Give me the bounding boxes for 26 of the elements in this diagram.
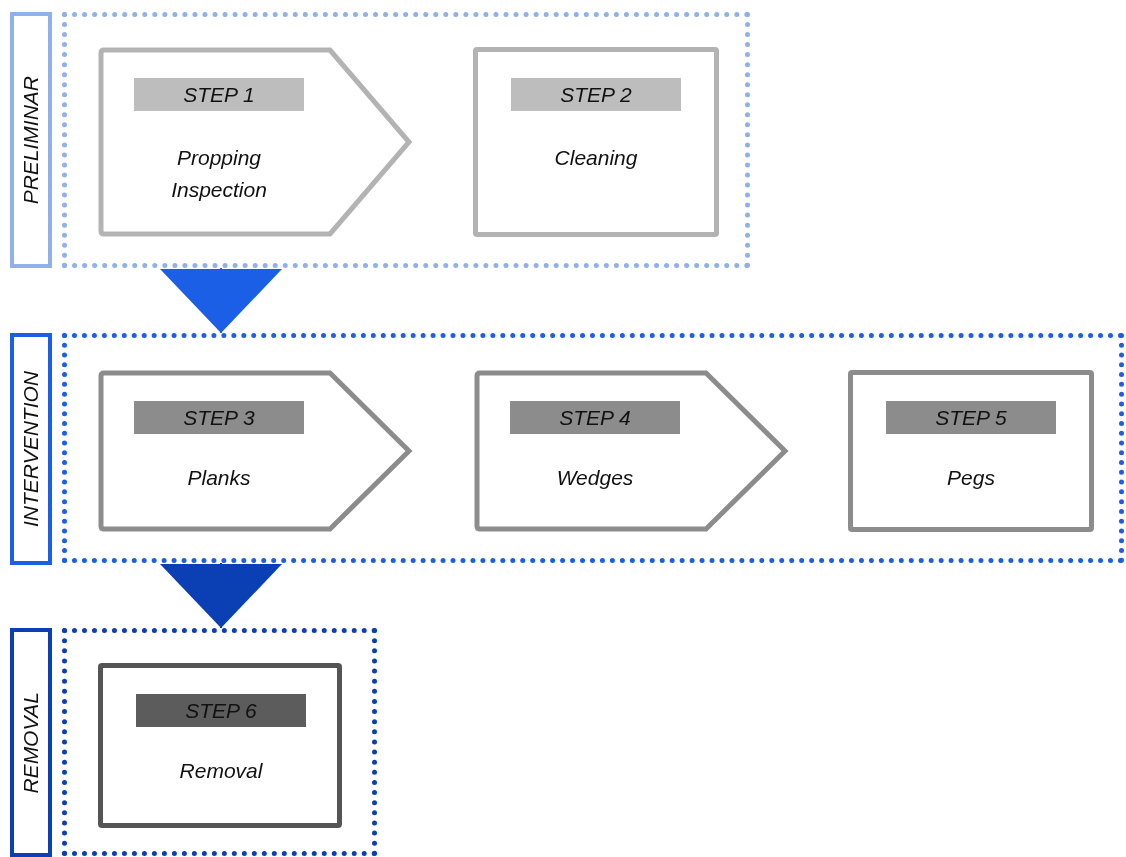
phase-label: PRELIMINAR: [19, 75, 43, 205]
step-header: STEP 3: [134, 401, 304, 434]
phase-label-box: [10, 333, 52, 565]
phase-label: REMOVAL: [19, 691, 43, 794]
step-header: STEP 2: [511, 78, 681, 111]
step-box: [848, 370, 1094, 532]
dotted-phase-frame: [62, 333, 1124, 563]
step-label: Cleaning: [553, 145, 639, 171]
step-header: STEP 4: [510, 401, 680, 434]
phase-label-box: [10, 12, 52, 268]
flow-arrow: [160, 562, 282, 629]
dotted-phase-frame: [62, 628, 377, 856]
step-header: STEP 5: [886, 401, 1056, 434]
phase-label: INTERVENTION: [19, 371, 43, 527]
step-box: [98, 663, 342, 828]
step-label: Planks: [186, 465, 252, 491]
step-box: [473, 47, 719, 237]
step-header: STEP 1: [134, 78, 304, 111]
phase-label-box: [10, 628, 52, 857]
step-label: Pegs: [946, 465, 996, 491]
step-header: STEP 6: [136, 694, 306, 727]
flow-arrow: [160, 267, 282, 334]
step-label: Wedges: [555, 465, 635, 491]
step-label: Propping Inspection: [170, 145, 268, 203]
dotted-phase-frame: [62, 12, 750, 268]
step-label: Removal: [178, 758, 264, 784]
